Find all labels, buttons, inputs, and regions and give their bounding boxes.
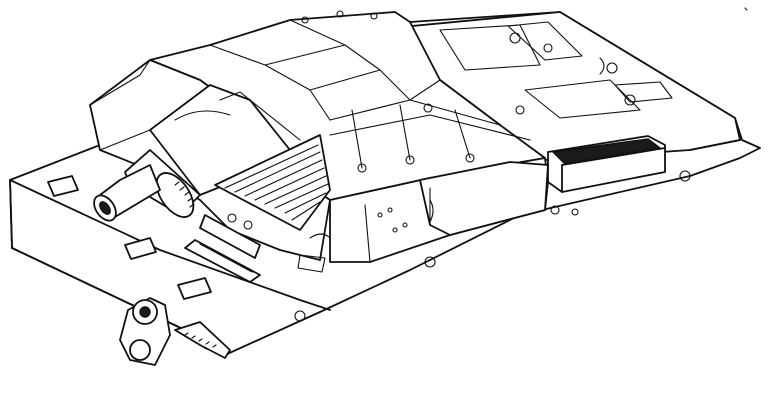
roof-seam [454, 109, 471, 159]
side-bolt [424, 256, 436, 268]
tow-hook-bracket [177, 277, 212, 300]
hook [309, 233, 331, 239]
tow-hook-bracket [47, 175, 79, 197]
deck-hatch-2 [524, 79, 641, 119]
deck-hatch-3 [507, 21, 583, 61]
side-handle [429, 199, 434, 223]
engine-grille [547, 135, 666, 193]
main-gun [93, 149, 201, 222]
front-fender [174, 321, 231, 359]
rear-engine-deck [369, 11, 741, 161]
side-armor-panels [329, 157, 560, 268]
deck-hatch-4 [614, 81, 673, 103]
driver-visor [199, 214, 261, 259]
drive-sprocket [119, 297, 171, 366]
side-plate-seam [364, 204, 371, 263]
side-bolt [550, 205, 560, 215]
deck-hatch-1 [439, 24, 541, 71]
roof-seam [399, 104, 411, 161]
glacis-striped-plate [214, 134, 331, 231]
deck-bolt [606, 62, 618, 74]
deck-bolt [509, 32, 521, 44]
headlight-rail [184, 239, 261, 283]
tow-hook-bracket [124, 237, 157, 260]
deck-bolt [543, 43, 553, 53]
small-plate [297, 254, 326, 273]
deck-handle [599, 57, 605, 75]
hull-fittings-misc [294, 7, 748, 322]
deck-bolt [624, 94, 636, 106]
front-hull-fittings [47, 175, 331, 300]
roof-seam [351, 109, 363, 169]
